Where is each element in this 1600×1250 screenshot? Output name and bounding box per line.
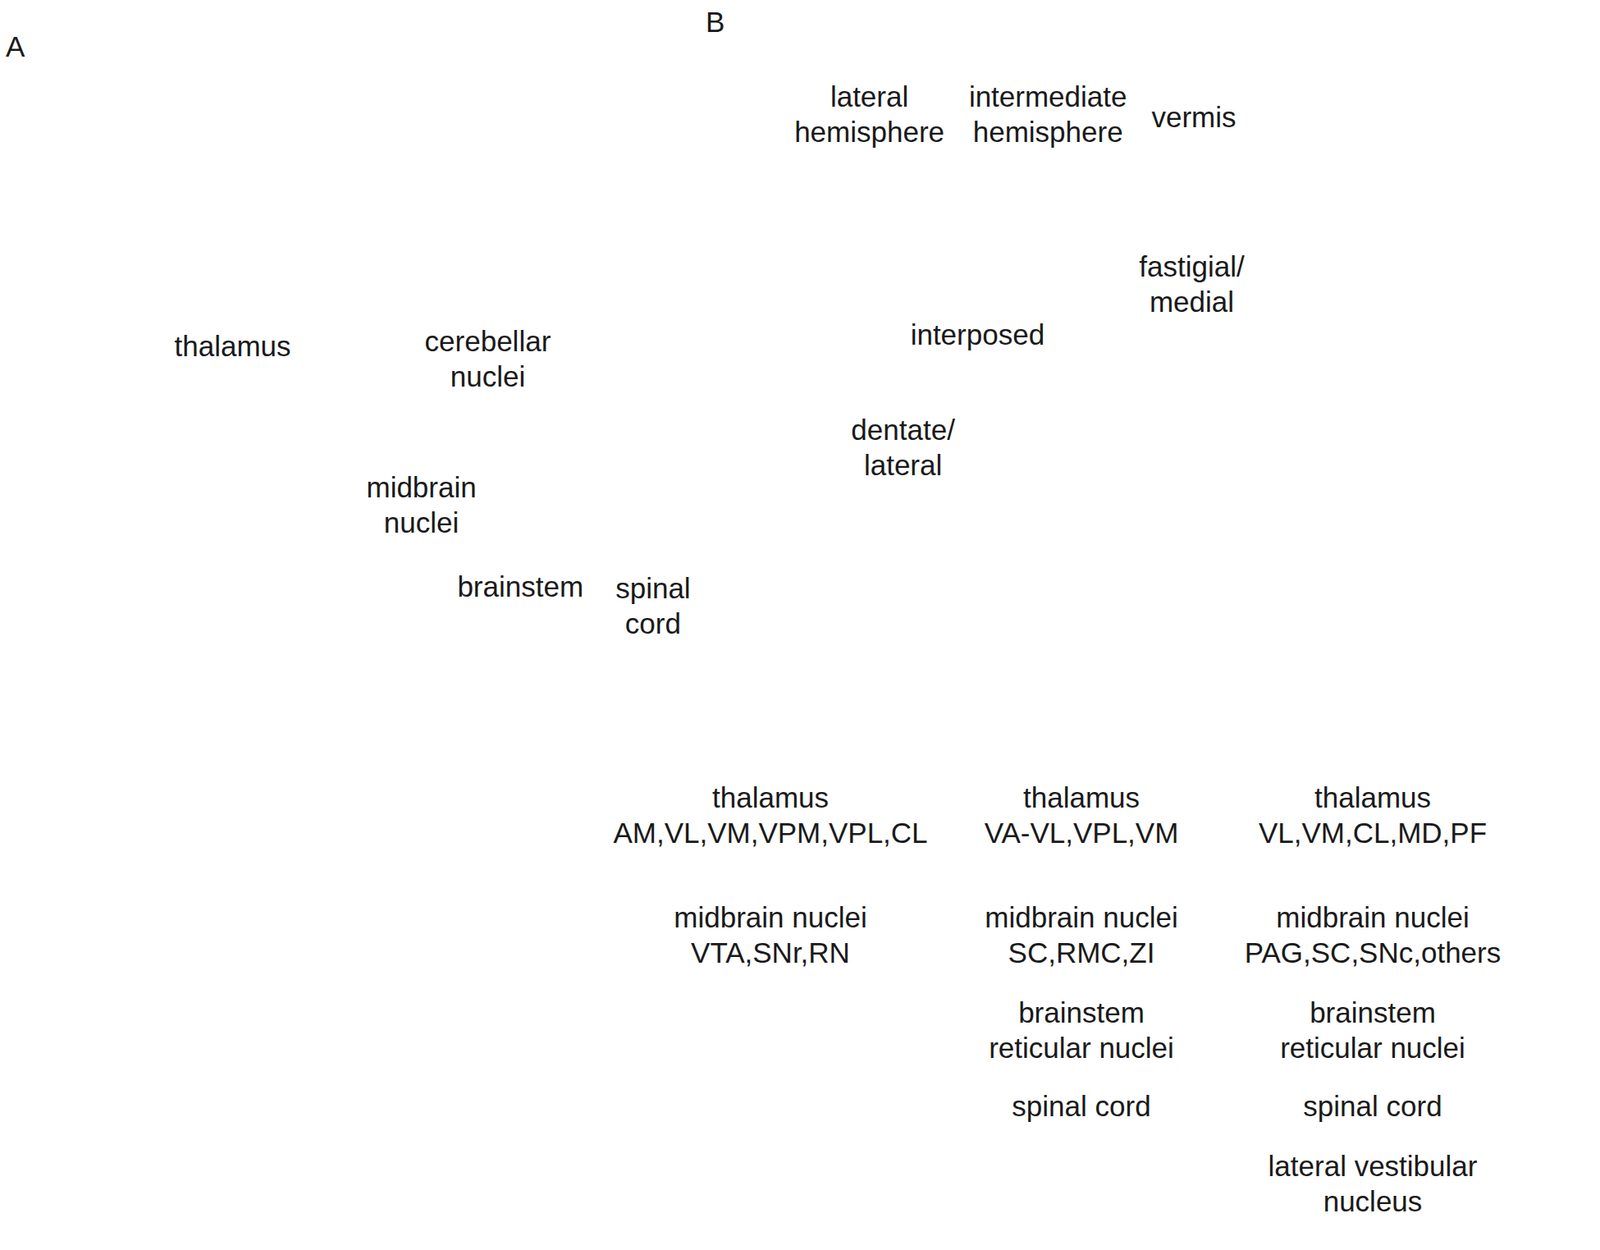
node-label: fastigial/ medial	[1138, 248, 1244, 320]
brainstem-region: brainstem	[510, 526, 545, 552]
cerebellar-folia	[551, 310, 662, 467]
node-shape	[375, 385, 434, 441]
target-text: AM,VL,VM,VPM,VPL,CL	[594, 814, 947, 851]
cerebellum-outline	[784, 173, 1593, 615]
node-shape	[1073, 318, 1200, 431]
drawing-path	[1403, 201, 1445, 367]
cerebellar-cortex-arrow	[559, 359, 563, 401]
node-label: brainstem	[457, 568, 584, 604]
region-label: lateral hemisphere	[794, 78, 945, 150]
interposed-nucleus: interposed	[977, 359, 1166, 476]
node-outline	[536, 398, 574, 431]
projection-arrow	[1187, 430, 1301, 780]
drawing-path	[569, 324, 598, 359]
target-text: midbrain nuclei	[958, 899, 1205, 935]
thalamus-extension	[306, 375, 337, 406]
thalamus-region: thalamus	[228, 371, 309, 407]
node-outline	[1078, 321, 1196, 429]
drawing-path	[586, 310, 623, 345]
drawing-path	[1144, 155, 1247, 165]
drawing-path	[612, 367, 659, 381]
target-text: VL,VM,CL,MD,PF	[1233, 814, 1513, 851]
drawing-path	[971, 201, 1021, 316]
region-label: intermediate hemisphere	[969, 78, 1128, 150]
target-list: thalamusVA-VL,VPL,VM midbrain nucleiSC,RM…	[958, 779, 1205, 1124]
drawing-path	[816, 480, 955, 490]
dentate-nucleus: dentate/ lateral	[957, 397, 1034, 503]
cerebellar-cortex-arrowhead	[556, 347, 569, 365]
projection-arrow	[524, 430, 552, 527]
cerebellar-fissures	[781, 181, 1588, 610]
target-text: spinal cord	[1233, 1088, 1513, 1124]
node-shape	[977, 359, 1166, 476]
target-text: spinal cord	[958, 1088, 1205, 1124]
node-label: interposed	[910, 316, 1045, 352]
target-text: midbrain nuclei	[594, 899, 947, 935]
node-outline	[1020, 389, 1148, 431]
drawing-path	[777, 155, 965, 165]
node-shape	[228, 371, 309, 407]
cortex-boundary	[137, 298, 449, 307]
target-text: thalamus	[594, 779, 947, 815]
target-list: thalamusVL,VM,CL,MD,PF midbrain nucleiPAG…	[1233, 779, 1513, 1219]
node-label: thalamus	[174, 328, 292, 364]
target-text: PAG,SC,SNc,others	[1233, 934, 1513, 970]
drawing-g	[9, 58, 1593, 616]
pons-region	[435, 414, 494, 444]
node-outline	[997, 361, 1040, 399]
node-label: midbrain nuclei	[365, 469, 476, 540]
drawing-path	[1444, 233, 1500, 368]
node-label: spinal cord	[615, 570, 691, 641]
target-text: VA-VL,VPL,VM	[958, 814, 1205, 851]
projection-arrow	[562, 430, 643, 544]
drawing-path	[602, 407, 662, 421]
node-shape	[510, 526, 545, 552]
drawing-path	[974, 155, 1129, 165]
node-outline	[233, 372, 307, 406]
projection-arrow	[432, 430, 543, 463]
target-text: thalamus	[1233, 779, 1513, 815]
brain-silhouette	[9, 58, 676, 603]
drawing-path	[1418, 530, 1475, 586]
drawing-path	[1285, 510, 1378, 572]
drawing-path	[887, 216, 955, 322]
drawing-path	[1116, 181, 1128, 608]
projection-arrow	[781, 502, 1006, 780]
drawing-path	[551, 316, 569, 373]
drawing-path	[1398, 505, 1552, 526]
target-text: brainstem reticular nuclei	[978, 994, 1184, 1066]
drawing-path	[897, 515, 954, 567]
node-outline	[986, 362, 1162, 469]
drawing-path	[1020, 510, 1083, 603]
target-list: thalamusAM,VL,VM,VPM,VPL,CL midbrain nucl…	[594, 779, 947, 970]
target-text: brainstem reticular nuclei	[1270, 994, 1476, 1066]
node-shape	[534, 396, 576, 431]
region-brackets	[777, 155, 1248, 165]
node-outline	[376, 385, 432, 441]
spinal-cord-target: spinal cord	[630, 543, 656, 560]
fastigial-nucleus: fastigial/ medial	[1073, 318, 1200, 431]
drawing-path	[586, 438, 649, 468]
node-shape	[957, 397, 1034, 503]
target-text: thalamus	[958, 779, 1205, 815]
target-text: SC,RMC,ZI	[958, 934, 1205, 970]
panel-letter: A	[5, 28, 25, 64]
region-label: vermis	[1152, 99, 1237, 135]
drawing-path	[1249, 183, 1261, 611]
target-text: midbrain nuclei	[1233, 899, 1513, 935]
drawing-path	[1469, 388, 1588, 439]
midbrain-nuclei-region: midbrain nuclei	[375, 385, 434, 441]
cerebellar-nuclei-cluster: cerebellar nuclei	[534, 396, 576, 431]
projection-arrow	[1051, 475, 1128, 780]
projection-arrow	[308, 398, 535, 443]
target-text: lateral vestibular nucleus	[1253, 1147, 1492, 1219]
node-outline	[511, 527, 544, 550]
panel-letter: B	[705, 4, 725, 40]
node-label: dentate/ lateral	[850, 411, 956, 483]
hippocampus	[323, 315, 366, 343]
target-text: VTA,SNr,RN	[594, 934, 947, 970]
node-label: cerebellar nuclei	[425, 323, 552, 394]
node-outline	[960, 402, 1022, 501]
